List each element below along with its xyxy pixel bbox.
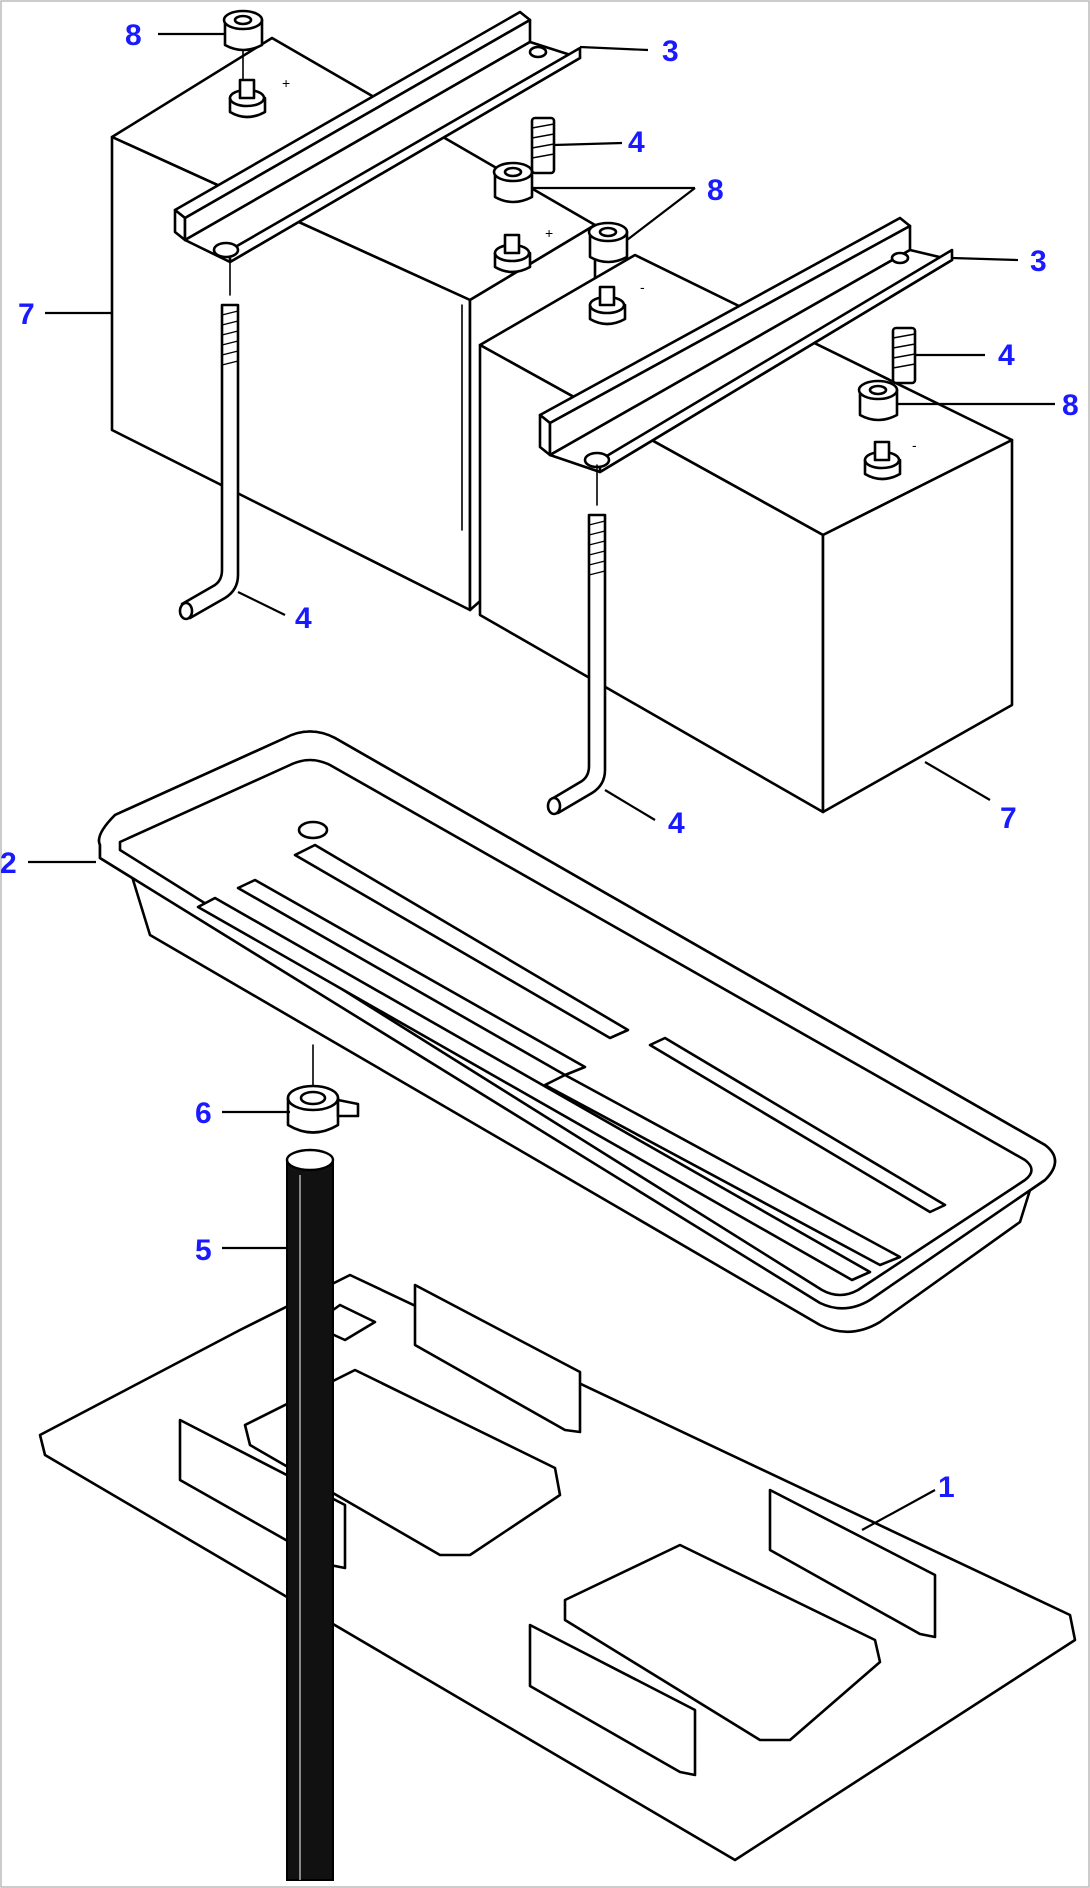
hold-down-bar-left [173, 10, 582, 264]
hold-down-bar-right [538, 216, 954, 474]
j-bolt-left [178, 257, 240, 621]
nut-top-left [222, 9, 264, 81]
leader-1 [861, 1489, 936, 1531]
leader-3-right [951, 256, 1019, 262]
battery-tray [97, 730, 1057, 1334]
clamp-nut [286, 1044, 360, 1134]
j-bolt-right [546, 464, 607, 816]
terminal-mark-4: - [912, 437, 917, 453]
terminal-4 [863, 440, 902, 481]
rod-body [286, 1159, 334, 1881]
callouts: 8 3 4 8 7 3 4 8 4 4 7 2 6 5 1 [0, 19, 1079, 1504]
callout-3: 3 [662, 35, 679, 68]
callout-4: 4 [628, 126, 645, 159]
plate-tab-3 [768, 1488, 937, 1639]
terminal-3 [588, 285, 627, 326]
clamp-tab [336, 1098, 360, 1118]
callout-6: 6 [195, 1097, 212, 1130]
short-bolt-top [530, 116, 556, 175]
terminals: + + - - [228, 75, 917, 481]
callout-7: 7 [18, 298, 35, 331]
plate-cutout-right [563, 1543, 882, 1742]
leader-7-right [924, 761, 991, 801]
nut-middle-2 [587, 221, 629, 264]
nut-right [857, 379, 899, 422]
rod-top [285, 1148, 335, 1172]
callout-1: 1 [938, 1471, 955, 1504]
tray-rib-3 [543, 1073, 902, 1267]
terminal-2 [493, 233, 532, 274]
terminal-mark-3: - [640, 279, 645, 295]
tray-hole [297, 820, 329, 840]
plate-tab-4 [528, 1623, 697, 1777]
tray-rib-2 [236, 878, 587, 1077]
clamp-bore [299, 1090, 327, 1106]
terminal-mark-2: + [545, 225, 553, 241]
callout-2: 2 [0, 847, 17, 880]
base-plate [38, 1273, 1077, 1862]
callout-3: 3 [1030, 245, 1047, 278]
callout-7: 7 [1000, 802, 1017, 835]
terminal-1 [228, 78, 267, 119]
tray-inner [118, 758, 1033, 1297]
leader-4-left-low [237, 591, 286, 616]
nut-middle-1 [492, 161, 534, 204]
callout-4: 4 [668, 807, 685, 840]
callout-8: 8 [125, 19, 142, 52]
plate-tab-2 [413, 1283, 582, 1434]
callout-4: 4 [295, 602, 312, 635]
battery-right-side [821, 438, 1014, 814]
base-plate-edge [44, 1454, 1076, 1861]
terminal-mark-1: + [282, 75, 290, 91]
callout-4: 4 [998, 339, 1015, 372]
callout-8: 8 [707, 174, 724, 207]
tray-rib-5 [648, 1036, 947, 1214]
leader-3-top [579, 45, 649, 52]
leader-lines [28, 32, 1055, 1531]
support-rod [285, 1148, 335, 1881]
leader-4-top [553, 141, 623, 147]
callout-5: 5 [195, 1234, 212, 1267]
tray-rib-1 [196, 896, 872, 1282]
leader-8-mid-b [626, 187, 696, 241]
bar-left-hole [212, 241, 240, 259]
callout-8: 8 [1062, 389, 1079, 422]
short-bolt-right [891, 326, 917, 385]
leader-4-right-low [604, 789, 656, 821]
tray-rib-4 [293, 843, 630, 1040]
